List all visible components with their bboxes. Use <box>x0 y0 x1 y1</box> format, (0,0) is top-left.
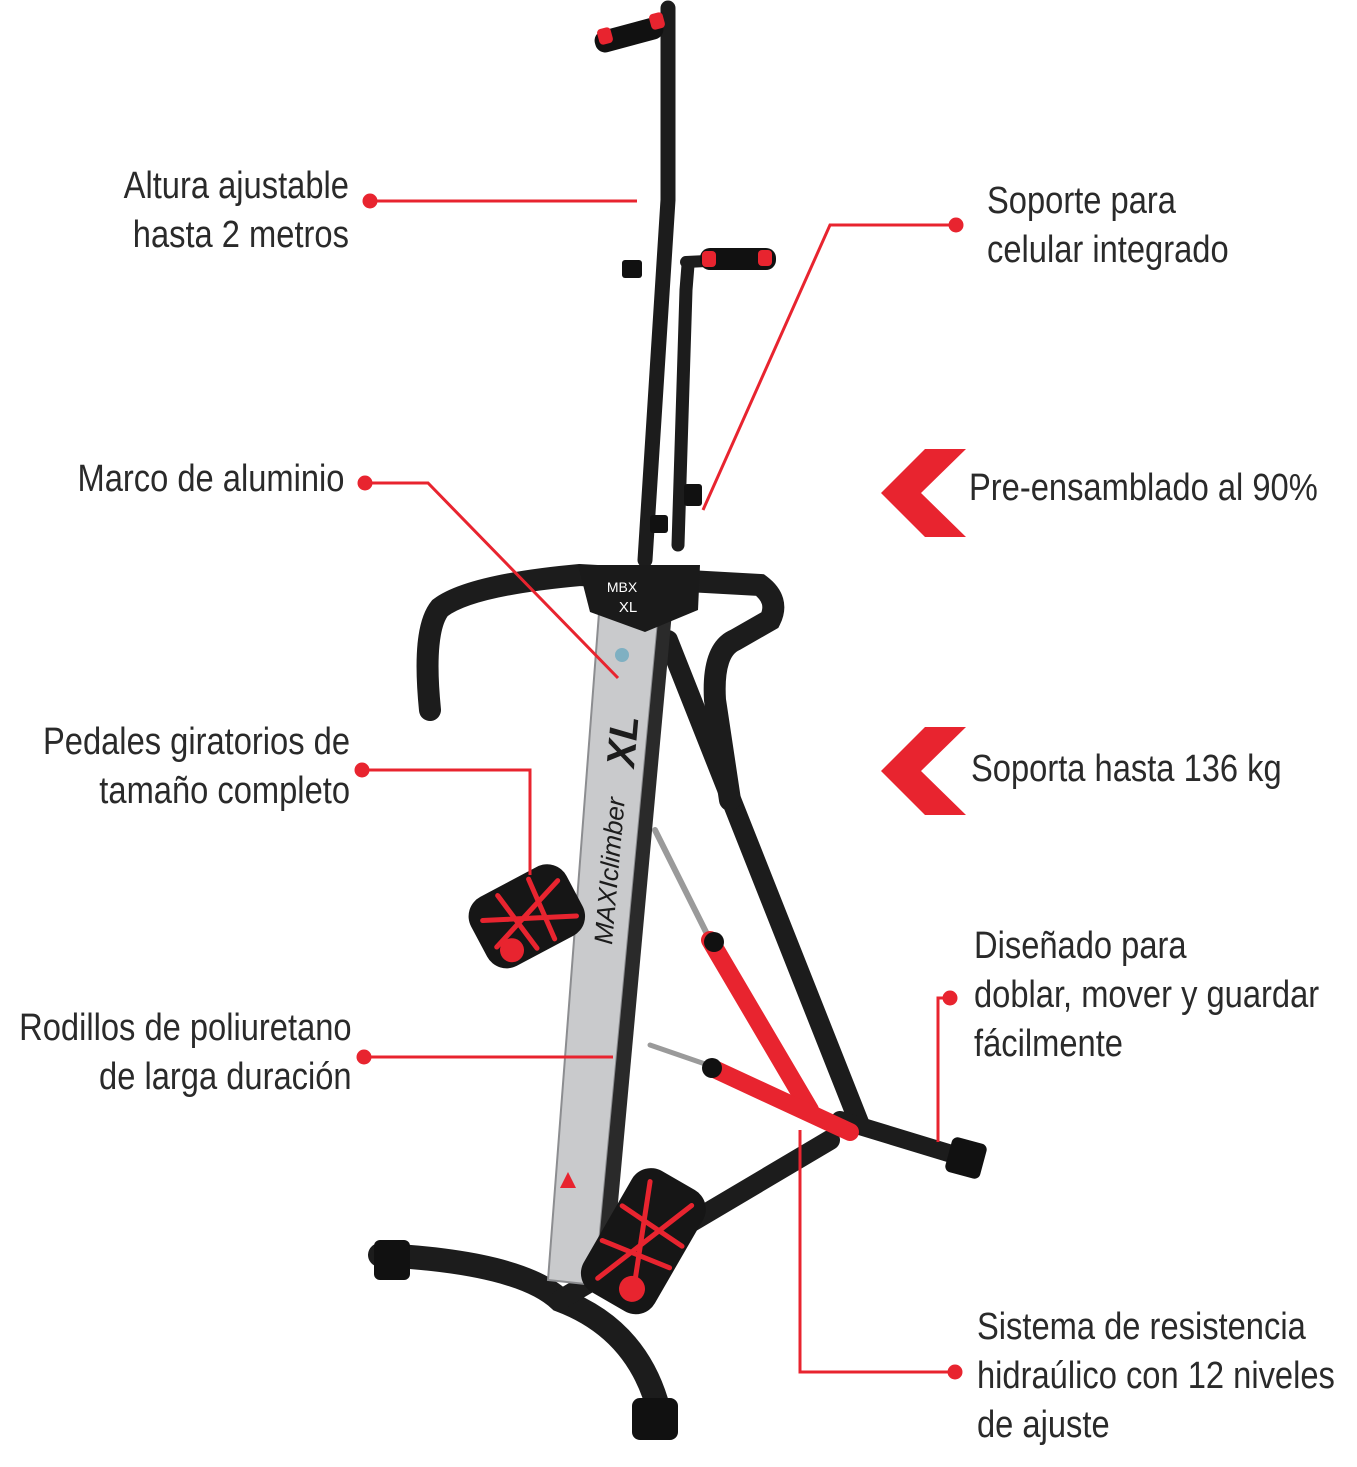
callout-pedals: Pedales giratorios de tamaño completo <box>43 718 350 816</box>
leader-fold <box>936 996 950 1142</box>
callout-pedals-line-1: Pedales giratorios de <box>42 721 350 763</box>
callout-fold-line-1: Diseñado para <box>974 925 1187 967</box>
leader-phone <box>701 223 956 511</box>
callout-frame: Marco de aluminio <box>77 455 344 504</box>
console-brand-top: MBX <box>607 579 638 595</box>
dot-rollers <box>356 1049 372 1065</box>
callout-resistance-line-1: Sistema de resistencia <box>977 1306 1306 1348</box>
callout-phone-line-1: Soporte para <box>987 180 1176 222</box>
callout-pedals-line-2: tamaño completo <box>99 770 350 812</box>
leader-dots <box>354 193 964 1380</box>
callout-preassembled-line-1: Pre-ensamblado al 90% <box>969 467 1318 509</box>
callout-rollers-line-2: de larga duración <box>99 1056 352 1098</box>
dot-fold <box>942 990 958 1006</box>
double-chevron-left-icon <box>881 449 966 537</box>
callout-height: Altura ajustable hasta 2 metros <box>124 162 349 260</box>
callout-weight-line-1: Soporta hasta 136 kg <box>971 748 1282 790</box>
double-chevron-left-icon <box>881 727 966 815</box>
leader-frame <box>365 481 620 680</box>
dot-pedals <box>354 762 370 778</box>
callout-fold: Diseñado para doblar, mover y guardar fá… <box>974 922 1319 1069</box>
callout-phone-line-2: celular integrado <box>987 229 1229 271</box>
callout-fold-line-3: fácilmente <box>974 1023 1123 1065</box>
dot-frame <box>357 475 373 491</box>
console-brand-bottom: XL <box>619 599 637 616</box>
leader-lines <box>362 199 956 1374</box>
callout-height-line-2: hasta 2 metros <box>132 214 349 256</box>
callout-phone: Soporte para celular integrado <box>987 177 1229 275</box>
callout-height-line-1: Altura ajustable <box>123 165 349 207</box>
callout-resistance-line-2: hidraúlico con 12 niveles <box>977 1355 1335 1397</box>
leader-resistance <box>798 1130 955 1374</box>
callout-rollers: Rodillos de poliuretano de larga duració… <box>20 1004 352 1102</box>
callout-fold-line-2: doblar, mover y guardar <box>974 974 1320 1016</box>
rail-brand-suffix: XL <box>599 714 647 771</box>
callout-weight: Soporta hasta 136 kg <box>971 745 1282 794</box>
callout-preassembled: Pre-ensamblado al 90% <box>969 464 1318 513</box>
dot-height <box>362 193 378 209</box>
climber-machine <box>368 0 987 1440</box>
leader-pedals <box>362 768 532 875</box>
dot-resistance <box>947 1364 963 1380</box>
callout-resistance: Sistema de resistencia hidraúlico con 12… <box>977 1303 1335 1450</box>
callout-resistance-line-3: de ajuste <box>977 1404 1110 1446</box>
callout-frame-line-1: Marco de aluminio <box>76 458 344 500</box>
callout-rollers-line-1: Rodillos de poliuretano <box>19 1007 352 1049</box>
dot-phone <box>948 217 964 233</box>
